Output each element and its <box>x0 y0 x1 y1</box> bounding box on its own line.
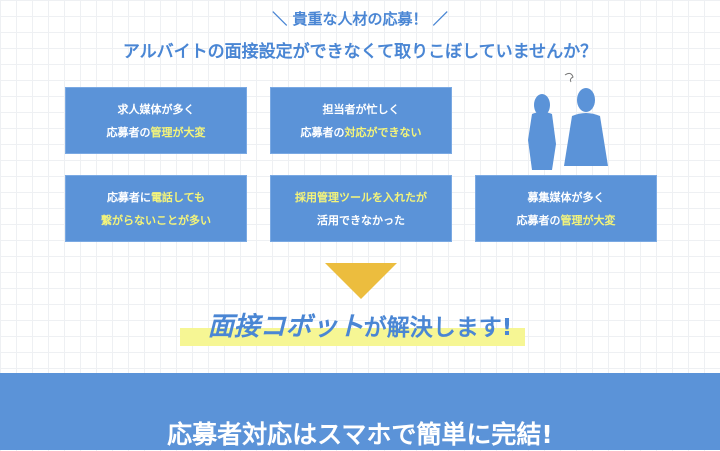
highlight-text: 電話しても <box>150 190 206 204</box>
text: 募集媒体が多く <box>527 190 605 204</box>
text: 応募者の <box>516 213 561 227</box>
banner-text: 応募者対応はスマホで簡単に完結! <box>167 420 553 449</box>
highlight-text: 管理が大変 <box>150 125 206 139</box>
worried-people-silhouette-icon <box>528 72 608 170</box>
text: 求人媒体が多く <box>117 102 195 116</box>
highlight-text: 繋がらないことが多い <box>101 213 211 227</box>
brand-name: 面接コボット <box>207 312 364 342</box>
solution-text: が解決します! <box>363 315 513 341</box>
highlight-text: 採用管理ツールを入れたが <box>295 190 427 204</box>
text: 活用できなかった <box>317 213 405 227</box>
highlight-text: 対応ができない <box>344 125 422 139</box>
text: 担当者が忙しく <box>322 102 400 116</box>
subheading: ＼ 貴重な人材の応募！ ／ <box>272 10 448 28</box>
solution-heading: 面接コボットが解決します! <box>180 306 540 343</box>
text: 応募者の <box>300 125 345 139</box>
problem-card: 募集媒体が多く 応募者の管理が大変 <box>475 175 657 242</box>
highlight-marker <box>180 328 525 346</box>
down-arrow-icon <box>325 263 397 299</box>
page-heading: アルバイトの面接設定ができなくて取りこぼしていませんか？ <box>122 42 598 62</box>
problem-card: 採用管理ツールを入れたが 活用できなかった <box>270 175 452 242</box>
problem-card: 応募者に電話しても 繋がらないことが多い <box>65 175 247 242</box>
banner: 応募者対応はスマホで簡単に完結! <box>0 373 720 450</box>
text: 応募者に <box>106 190 151 204</box>
problem-card: 求人媒体が多く 応募者の管理が大変 <box>65 87 247 154</box>
text: 応募者の <box>106 125 151 139</box>
highlight-text: 管理が大変 <box>560 213 616 227</box>
problem-card: 担当者が忙しく 応募者の対応ができない <box>270 87 452 154</box>
